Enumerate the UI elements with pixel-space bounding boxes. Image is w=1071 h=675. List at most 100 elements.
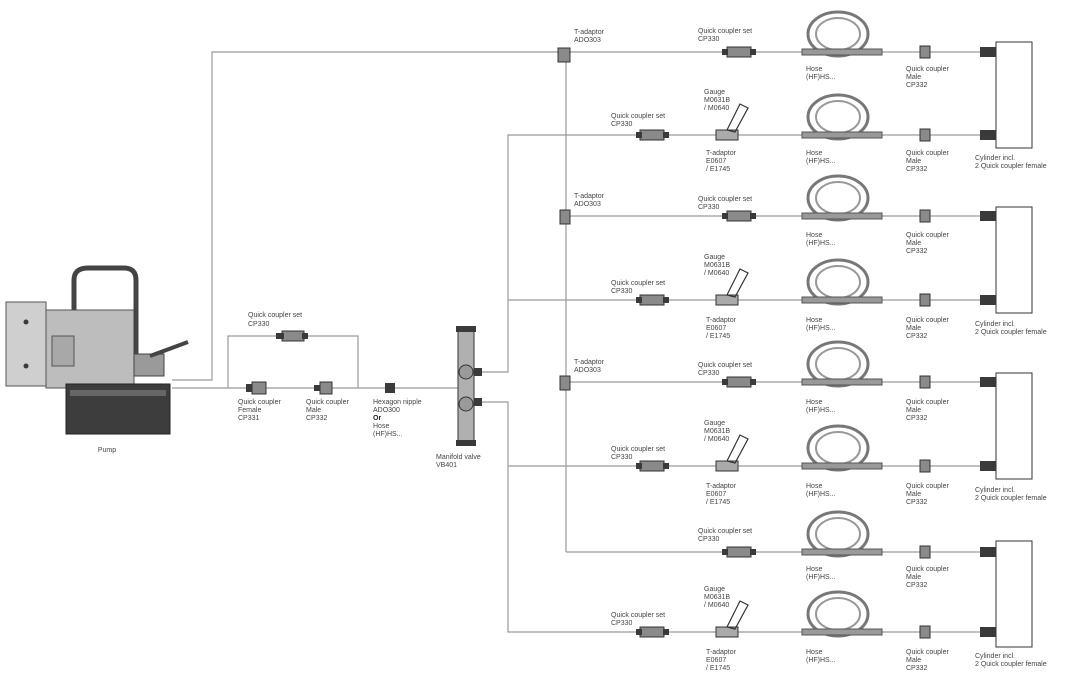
row2-hose-code: (HF)HS... <box>806 158 836 165</box>
row7-qcset-label: Quick coupler set <box>698 528 752 535</box>
row4-qcset-label: Quick coupler set <box>611 280 665 287</box>
row8-gauge-code1: M0631B <box>704 594 730 601</box>
supply-male-type: Male <box>306 407 321 414</box>
row7-hose-code: (HF)HS... <box>806 574 836 581</box>
row4-hose-code: (HF)HS... <box>806 325 836 332</box>
nipple-label: Hexagon nipple <box>373 399 422 406</box>
cylinder-3-coupler: 2 Quick coupler female <box>975 495 1047 502</box>
branch-row-2: Quick coupler set CP330 Gauge M0631B / M… <box>611 89 949 173</box>
row3-qcset-label: Quick coupler set <box>698 196 752 203</box>
row2-qc-label: Quick coupler <box>906 150 949 157</box>
t-adaptor-2-label: T-adaptor <box>574 193 605 200</box>
t-adaptor-2: T-adaptor ADO303 <box>559 193 605 225</box>
pump-label: Pump <box>98 447 116 454</box>
row2-hose-label: Hose <box>806 150 822 157</box>
pump-motor-plate <box>5 301 47 387</box>
supply-male-label: Quick coupler <box>306 399 349 406</box>
row2-ta-code1: E0607 <box>706 158 726 165</box>
row6-hose-code: (HF)HS... <box>806 491 836 498</box>
row8-ta-label: T-adaptor <box>706 649 737 656</box>
row6-gauge-code1: M0631B <box>704 428 730 435</box>
row8-qcset-label: Quick coupler set <box>611 612 665 619</box>
row1-hose-label: Hose <box>806 66 822 73</box>
row6-qcset-code: CP330 <box>611 454 633 461</box>
cylinder-1-coupler: 2 Quick coupler female <box>975 163 1047 170</box>
row5-qcset-label: Quick coupler set <box>698 362 752 369</box>
row7-qc-type: Male <box>906 574 921 581</box>
t-adaptor-1-label: T-adaptor <box>574 29 605 36</box>
pipe-network <box>172 51 980 633</box>
t-adaptor-1-code: ADO303 <box>574 37 601 44</box>
nipple-hose-label: Hose <box>373 423 389 430</box>
row6-qc-label: Quick coupler <box>906 483 949 490</box>
row6-ta-label: T-adaptor <box>706 483 737 490</box>
supply-female-label: Quick coupler <box>238 399 281 406</box>
row8-qcset-code: CP330 <box>611 620 633 627</box>
pump-handle <box>71 265 139 360</box>
cylinder-2: Cylinder incl. 2 Quick coupler female <box>975 206 1047 336</box>
pump-valve-lever <box>149 340 189 358</box>
branch-row-3: Quick coupler set CP330 Hose (HF)HS... Q… <box>698 174 949 255</box>
t-adaptor-1: T-adaptor ADO303 <box>557 29 605 63</box>
cylinder-3-label: Cylinder incl. <box>975 487 1015 494</box>
supply-coupler-set: Quick coupler set CP330 <box>248 312 308 342</box>
row6-qc-type: Male <box>906 491 921 498</box>
row2-qc-code: CP332 <box>906 166 928 173</box>
row2-gauge-code1: M0631B <box>704 97 730 104</box>
row3-qc-type: Male <box>906 240 921 247</box>
row6-qc-code: CP332 <box>906 499 928 506</box>
row4-gauge-code2: / M0640 <box>704 270 729 277</box>
row1-qcset-label: Quick coupler set <box>698 28 752 35</box>
branch-row-5: Quick coupler set CP330 Hose (HF)HS... Q… <box>698 340 949 422</box>
manifold-label: Manifold valve <box>436 454 481 461</box>
row6-ta-code2: / E1745 <box>706 499 730 506</box>
nipple-or: Or <box>373 415 381 422</box>
row7-qc-code: CP332 <box>906 582 928 589</box>
row4-qc-type: Male <box>906 325 921 332</box>
row7-hose-label: Hose <box>806 566 822 573</box>
row1-qcset-code: CP330 <box>698 36 720 43</box>
row5-hose-code: (HF)HS... <box>806 407 836 414</box>
row6-ta-code1: E0607 <box>706 491 726 498</box>
supply-female-code: CP331 <box>238 415 260 422</box>
branch-row-4: Quick coupler set CP330 Gauge M0631B / M… <box>611 254 949 340</box>
row4-qcset-code: CP330 <box>611 288 633 295</box>
row8-qc-type: Male <box>906 657 921 664</box>
row3-hose-code: (HF)HS... <box>806 240 836 247</box>
cylinder-1-label: Cylinder incl. <box>975 155 1015 162</box>
cylinder-2-coupler: 2 Quick coupler female <box>975 329 1047 336</box>
row2-ta-code2: / E1745 <box>706 166 730 173</box>
cylinder-3: Cylinder incl. 2 Quick coupler female <box>975 372 1047 502</box>
row8-hose-code: (HF)HS... <box>806 657 836 664</box>
hexagon-nipple: Hexagon nipple ADO300 Or Hose (HF)HS... <box>373 383 422 438</box>
row8-ta-code2: / E1745 <box>706 665 730 672</box>
pump-unit: Pump <box>5 265 189 454</box>
cylinder-4-coupler: 2 Quick coupler female <box>975 661 1047 668</box>
cylinder-1: Cylinder incl. 2 Quick coupler female <box>975 41 1047 170</box>
row2-qcset-label: Quick coupler set <box>611 113 665 120</box>
row1-qc-type: Male <box>906 74 921 81</box>
row2-gauge-label: Gauge <box>704 89 725 96</box>
row7-qc-label: Quick coupler <box>906 566 949 573</box>
branch-row-1: Quick coupler set CP330 Hose (HF)HS... Q… <box>698 10 949 89</box>
row3-qc-code: CP332 <box>906 248 928 255</box>
manifold-code: VB401 <box>436 462 457 469</box>
branch-row-7: Quick coupler set CP330 Hose (HF)HS... Q… <box>698 510 949 589</box>
row4-ta-code1: E0607 <box>706 325 726 332</box>
row4-gauge-code1: M0631B <box>704 262 730 269</box>
row2-qc-type: Male <box>906 158 921 165</box>
row7-qcset-code: CP330 <box>698 536 720 543</box>
t-adaptor-3-label: T-adaptor <box>574 359 605 366</box>
row8-qc-label: Quick coupler <box>906 649 949 656</box>
row4-qc-code: CP332 <box>906 333 928 340</box>
manifold-valve: Manifold valve VB401 <box>436 326 482 469</box>
t-adaptor-3: T-adaptor ADO303 <box>559 359 605 391</box>
cylinder-4: Cylinder incl. 2 Quick coupler female <box>975 540 1047 668</box>
row6-gauge-code2: / M0640 <box>704 436 729 443</box>
supply-coupler-set-label: Quick coupler set <box>248 312 302 319</box>
row2-gauge-code2: / M0640 <box>704 105 729 112</box>
nipple-code: ADO300 <box>373 407 400 414</box>
supply-coupler-female: Quick coupler Female CP331 <box>238 381 281 422</box>
cylinder-4-label: Cylinder incl. <box>975 653 1015 660</box>
